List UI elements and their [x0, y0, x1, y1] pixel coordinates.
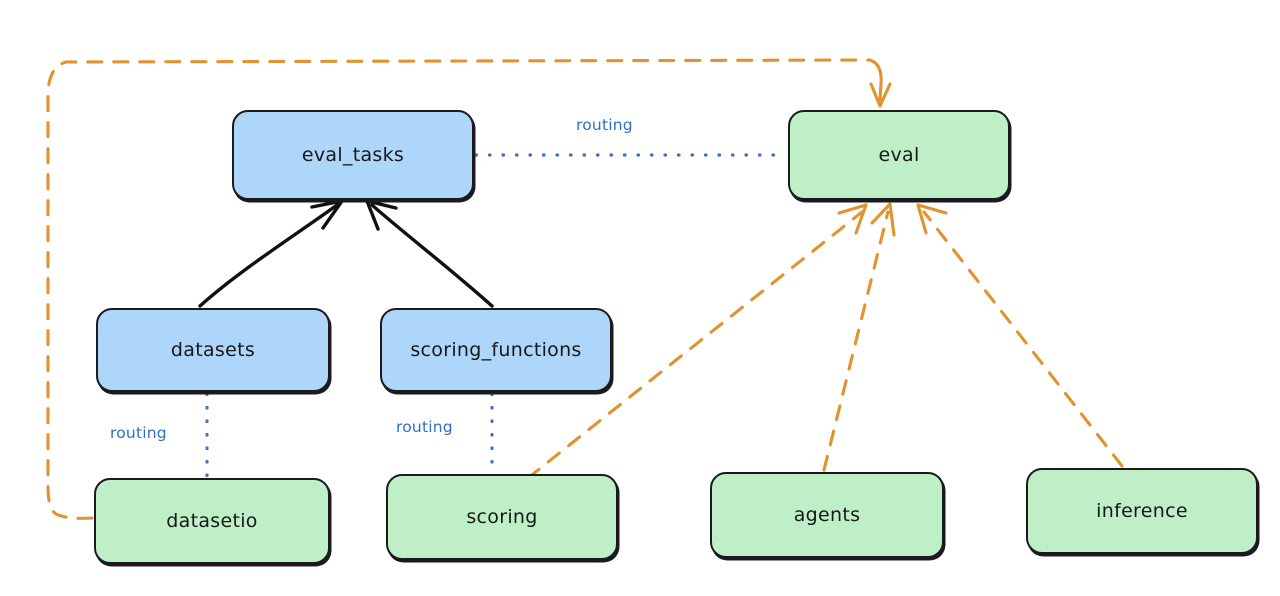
- node-label-agents: agents: [793, 504, 861, 526]
- node-agents[interactable]: agents: [710, 472, 944, 558]
- edge-datasets-to-eval-tasks[interactable]: [198, 199, 344, 308]
- edge-label-routing-datasets-datasetio: routing: [110, 424, 167, 442]
- node-label-scoring-functions: scoring_functions: [410, 339, 582, 361]
- node-label-eval: eval: [878, 144, 920, 166]
- node-label-datasetio: datasetio: [166, 510, 258, 532]
- node-datasetio[interactable]: datasetio: [94, 478, 330, 564]
- edge-agents-to-eval[interactable]: [822, 202, 896, 472]
- edge-datasetio-to-eval[interactable]: [46, 58, 892, 520]
- edge-scoring-to-eval[interactable]: [526, 203, 868, 480]
- node-inference[interactable]: inference: [1026, 468, 1258, 554]
- node-scoring[interactable]: scoring: [386, 474, 618, 560]
- node-eval-tasks[interactable]: eval_tasks: [232, 110, 474, 200]
- node-eval[interactable]: eval: [788, 110, 1010, 200]
- edge-inference-to-eval[interactable]: [916, 203, 1124, 468]
- node-label-eval-tasks: eval_tasks: [301, 144, 405, 166]
- node-scoring-functions[interactable]: scoring_functions: [380, 308, 612, 392]
- node-datasets[interactable]: datasets: [96, 308, 330, 392]
- edge-label-routing-eval-tasks-eval: routing: [576, 116, 633, 134]
- edge-label-routing-scoring-functions-scoring: routing: [396, 418, 453, 436]
- node-label-scoring: scoring: [466, 506, 538, 528]
- node-label-datasets: datasets: [170, 339, 256, 361]
- node-label-inference: inference: [1096, 500, 1188, 522]
- edge-scoring-functions-to-eval-tasks[interactable]: [365, 199, 494, 308]
